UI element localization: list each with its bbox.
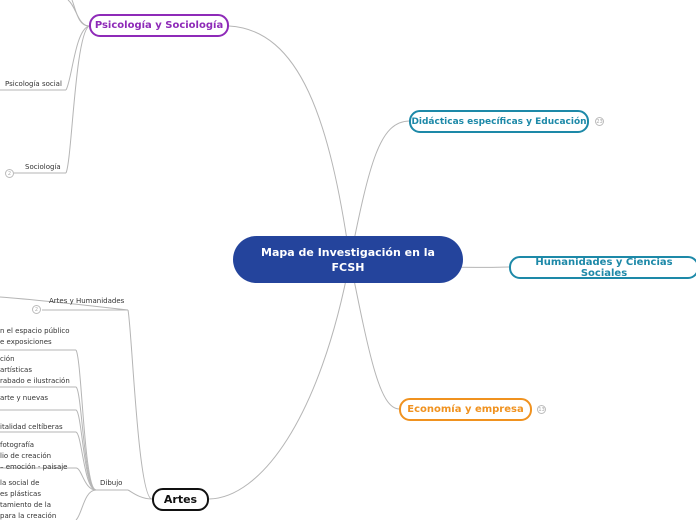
leaf-topic[interactable]: es plásticas (0, 490, 41, 498)
topic-humanidades-ciencias-sociales[interactable]: Humanidades y Ciencias Sociales (509, 256, 696, 279)
leaf-topic[interactable]: fotografía (0, 441, 35, 449)
subtopic-sociologia[interactable]: Sociología (25, 163, 61, 171)
central-title-line2: FCSH (331, 260, 365, 274)
collapsed-count-economia[interactable]: 13 (537, 405, 546, 414)
subtopic-artes-humanidades[interactable]: Artes y Humanidades (49, 297, 125, 305)
leaf-topic[interactable]: arte y nuevas (0, 394, 49, 402)
link-artes (208, 259, 351, 500)
topic-psicologia-sociologia[interactable]: Psicología y Sociología (89, 14, 229, 37)
subtopic-psicologia-social[interactable]: Psicología social (5, 80, 62, 88)
collapsed-count-artes-humanidades[interactable]: 2 (32, 305, 41, 314)
leaf-topic[interactable]: para la creación (0, 512, 57, 520)
leaf-topic[interactable]: tamiento de la (0, 501, 52, 509)
collapsed-count-didacticas[interactable]: 23 (595, 117, 604, 126)
leaf-topic[interactable]: artísticas (0, 366, 32, 374)
central-topic[interactable]: Mapa de Investigación en la FCSH (233, 236, 463, 283)
leaf-topic[interactable]: ción (0, 355, 15, 363)
leaf-topic[interactable]: lio de creación (0, 452, 52, 460)
leaf-topic[interactable]: la social de (0, 479, 40, 487)
collapsed-count-sociologia[interactable]: 2 (5, 169, 14, 178)
subtopic-dibujo[interactable]: Dibujo (100, 479, 123, 487)
topic-economia-empresa[interactable]: Economía y empresa (399, 398, 532, 421)
leaf-topic[interactable]: rabado e ilustración (0, 377, 70, 385)
link-psicologia (228, 25, 351, 261)
leaf-topic[interactable]: italidad celtíberas (0, 423, 63, 431)
link-didacticas (349, 120, 410, 261)
link-economia (349, 259, 400, 410)
leaf-topic[interactable]: n el espacio público (0, 327, 70, 335)
leaf-topic[interactable]: – emoción - paisaje (0, 463, 68, 471)
topic-artes[interactable]: Artes (152, 488, 209, 511)
topic-didacticas-educacion[interactable]: Didácticas específicas y Educación (409, 110, 589, 133)
central-title-line1: Mapa de Investigación en la (261, 245, 435, 259)
leaf-topic[interactable]: e exposiciones (0, 338, 52, 346)
